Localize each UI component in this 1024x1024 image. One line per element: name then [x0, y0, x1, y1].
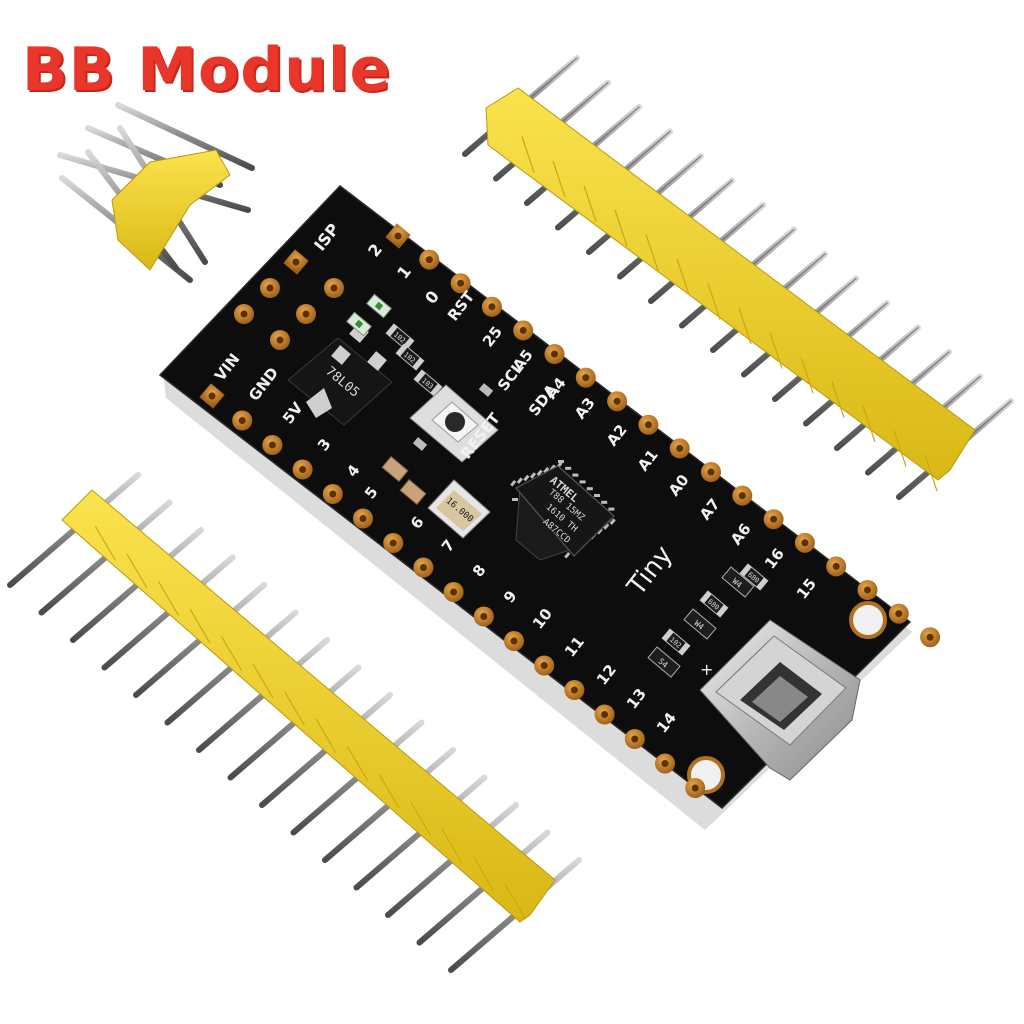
- crystal-oscillator: 16.000: [427, 479, 491, 539]
- isp-header-plastic: [111, 149, 231, 271]
- resistor: 102: [385, 323, 415, 351]
- diode: W4: [683, 608, 717, 640]
- header-plastic: [485, 87, 976, 481]
- plus-sign: +: [700, 660, 713, 679]
- voltage-regulator: 78L05: [287, 323, 393, 426]
- pin-header-top-right: [462, 55, 1014, 500]
- diode: S4: [647, 646, 681, 678]
- pin-header-bottom-left: [7, 472, 582, 973]
- resistor: 102: [395, 343, 425, 371]
- micro-usb-port: [699, 619, 861, 781]
- pin-header-isp: [57, 102, 255, 283]
- microcontroller-chip: ATMEL T88 15MZ 1610 TH A87CCD: [510, 460, 616, 561]
- header-pin: [115, 102, 255, 171]
- header-pads: [199, 223, 941, 798]
- capacitors: [381, 455, 427, 506]
- reset-button: [409, 383, 499, 463]
- diode: W4: [721, 566, 755, 598]
- header-plastic: [61, 489, 556, 923]
- resistor: 680: [699, 590, 729, 618]
- product-title: BB Module: [22, 35, 392, 105]
- mounting-hole: [849, 601, 887, 639]
- status-leds: [346, 293, 392, 337]
- resistor: 680: [739, 563, 769, 591]
- resistor: 103: [413, 369, 443, 397]
- resistor: 102: [661, 628, 691, 656]
